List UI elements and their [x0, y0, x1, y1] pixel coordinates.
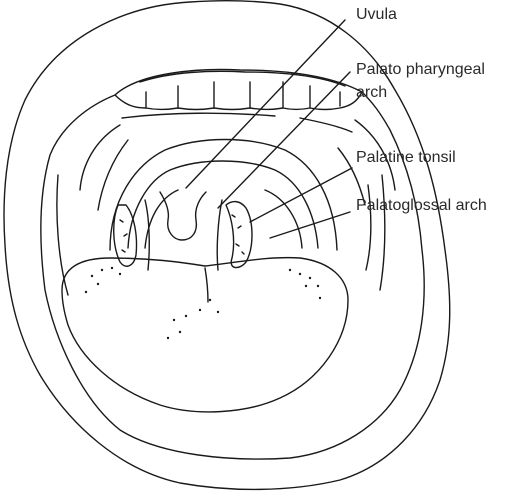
right-tonsil — [226, 202, 252, 268]
label-palato-pharyngeal-arch-line1: Palato pharyngeal — [356, 59, 485, 80]
label-palatoglossal-arch: Palatoglossal arch — [356, 195, 487, 216]
tongue-midline — [205, 268, 208, 302]
left-cheek-fold — [57, 175, 68, 295]
palate-ridge-4 — [300, 118, 352, 132]
palate-ridge-2 — [80, 125, 120, 190]
palatopharyngeal-arch-curve — [128, 161, 318, 248]
tongue-outline — [62, 258, 348, 412]
left-tonsil-texture — [120, 220, 127, 252]
palate-ridge-5 — [98, 140, 128, 210]
leader-line-uvula — [186, 20, 345, 188]
label-palatine-tonsil: Palatine tonsil — [356, 147, 456, 168]
leader-line-palatine-tonsil — [250, 168, 352, 222]
leader-line-palatoglossal — [270, 212, 350, 238]
tongue-texture — [85, 267, 321, 339]
label-uvula: Uvula — [356, 4, 397, 25]
label-palato-pharyngeal-arch-line2: arch — [356, 82, 387, 103]
right-cheek-fold — [380, 175, 385, 290]
upper-teeth — [115, 70, 362, 110]
uvula-shape — [160, 192, 206, 240]
